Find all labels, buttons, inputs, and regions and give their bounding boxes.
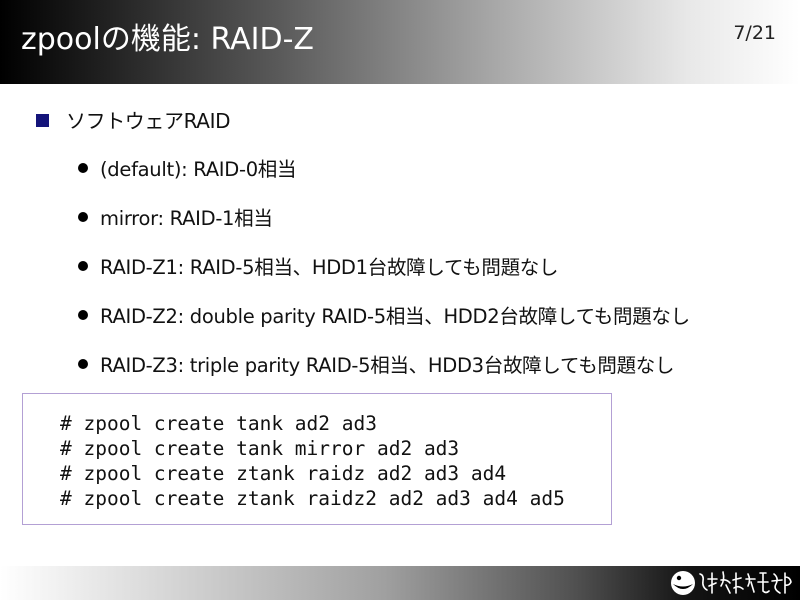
list-item-text: RAID-Z3: triple parity RAID-5相当、HDD3台故障し… — [100, 354, 675, 377]
section-heading: ソフトウェアRAID — [36, 105, 230, 134]
bullet-dot-icon — [78, 260, 88, 271]
bullet-dot-icon — [78, 309, 88, 320]
section-label: ソフトウェアRAID — [66, 109, 231, 133]
slide-title: zpoolの機能: RAID-Z — [21, 22, 314, 57]
list-item-text: mirror: RAID-1相当 — [100, 207, 273, 230]
code-line: # zpool create ztank raidz2 ad2 ad3 ad4 … — [60, 487, 565, 510]
code-lines: # zpool create tank ad2 ad3 # zpool crea… — [60, 411, 565, 511]
list-item: RAID-Z2: double parity RAID-5相当、HDD2台故障し… — [78, 290, 690, 339]
list-item: mirror: RAID-1相当 — [78, 192, 690, 241]
footer-bar — [0, 566, 800, 600]
bullet-dot-icon — [78, 211, 88, 222]
bullet-dot-icon — [78, 162, 88, 173]
bullet-list: (default): RAID-0相当 mirror: RAID-1相当 RAI… — [78, 143, 690, 388]
list-item: (default): RAID-0相当 — [78, 143, 690, 192]
list-item-text: RAID-Z2: double parity RAID-5相当、HDD2台故障し… — [100, 305, 690, 328]
code-line: # zpool create tank ad2 ad3 — [60, 412, 377, 435]
list-item-text: (default): RAID-0相当 — [100, 158, 297, 181]
code-line: # zpool create tank mirror ad2 ad3 — [60, 437, 460, 460]
page-number: 7/21 — [733, 22, 776, 44]
calligraphy-logo-icon — [671, 571, 792, 595]
list-item-text: RAID-Z1: RAID-5相当、HDD1台故障しても問題なし — [100, 256, 559, 279]
code-block: # zpool create tank ad2 ad3 # zpool crea… — [22, 393, 612, 525]
square-bullet-icon — [36, 114, 49, 127]
list-item: RAID-Z3: triple parity RAID-5相当、HDD3台故障し… — [78, 339, 690, 388]
code-line: # zpool create ztank raidz ad2 ad3 ad4 — [60, 462, 507, 485]
list-item: RAID-Z1: RAID-5相当、HDD1台故障しても問題なし — [78, 241, 690, 290]
bullet-dot-icon — [78, 358, 88, 369]
title-bar: zpoolの機能: RAID-Z 7/21 — [0, 0, 800, 84]
